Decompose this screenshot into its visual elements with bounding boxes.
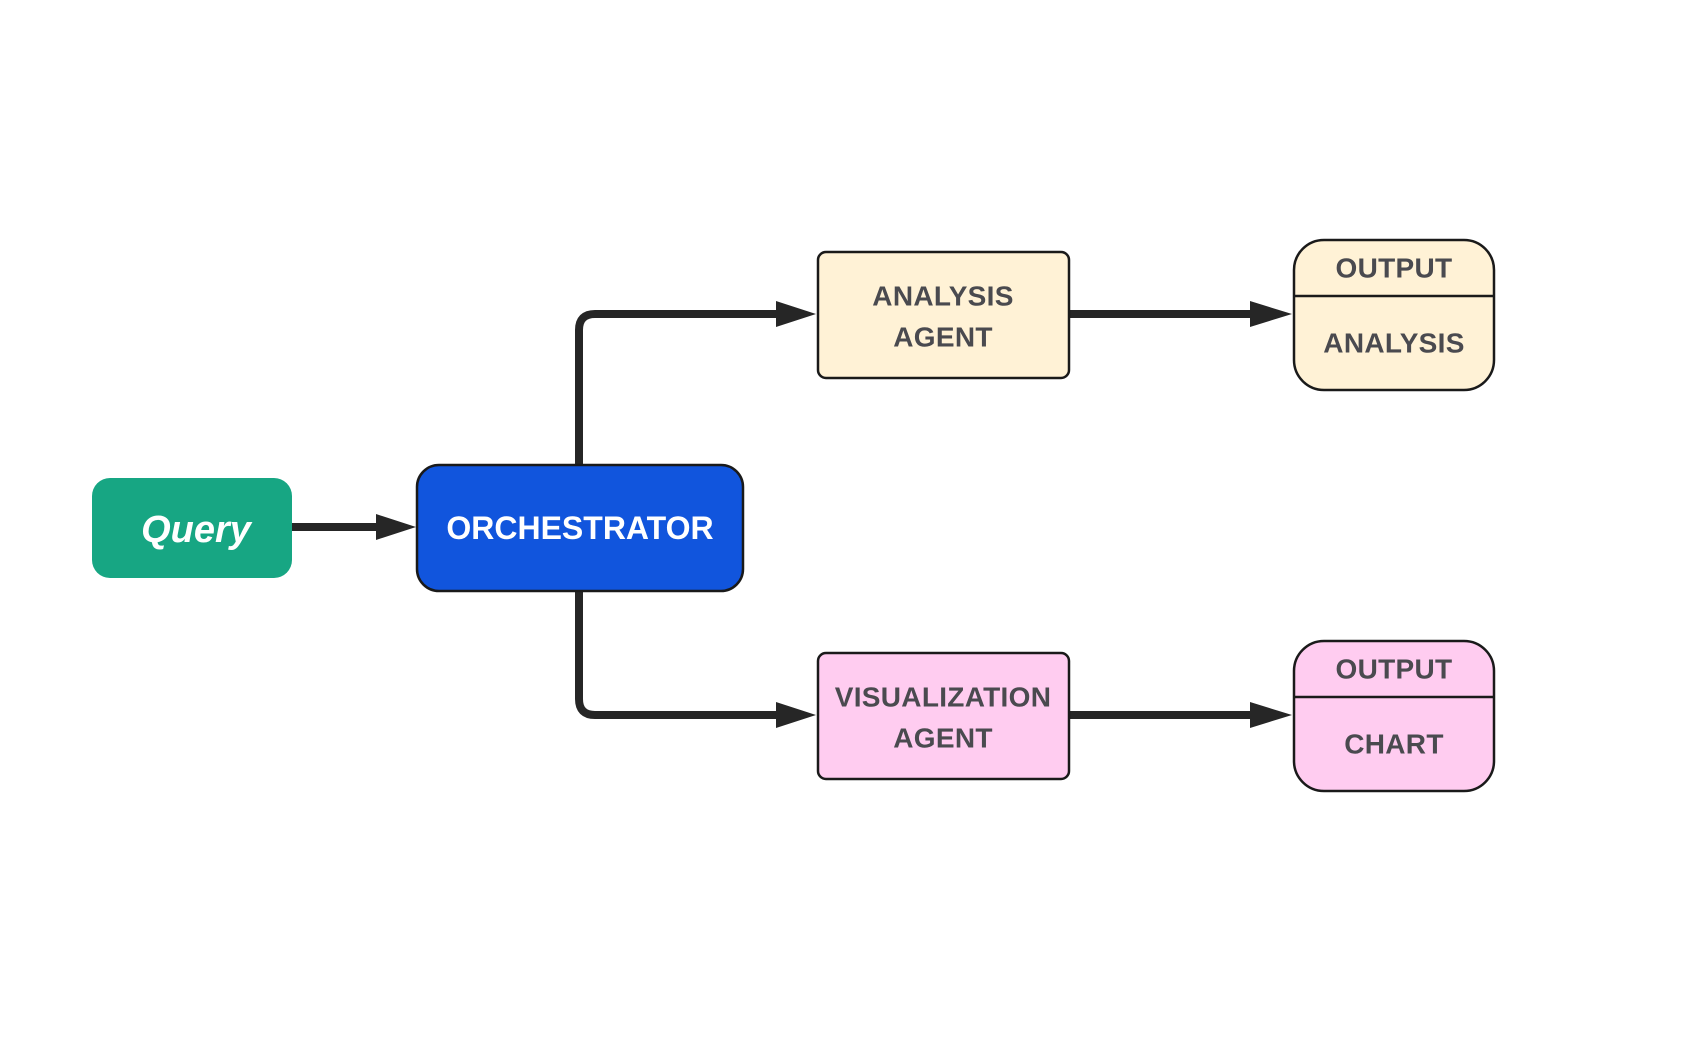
output-analysis-body: ANALYSIS <box>1323 328 1464 359</box>
visualization-agent-label-line1: VISUALIZATION <box>835 682 1051 713</box>
orchestrator-node-label: ORCHESTRATOR <box>446 510 713 546</box>
analysis-agent-box <box>816 250 1071 380</box>
visualization-agent-node: VISUALIZATION AGENT <box>816 651 1071 781</box>
query-node-box <box>92 478 292 578</box>
output-chart-box <box>1292 639 1496 793</box>
output-chart-header: OUTPUT <box>1336 654 1453 685</box>
connectors <box>292 301 1292 728</box>
orchestrator-node-box <box>415 463 745 593</box>
edge-orchestrator-to-analysis-agent <box>575 301 816 464</box>
output-chart-node: OUTPUT CHART <box>1292 639 1496 793</box>
analysis-agent-label-line2: AGENT <box>893 322 993 353</box>
query-node-label: Query <box>141 509 253 551</box>
query-node: Query <box>92 478 292 578</box>
visualization-agent-box <box>816 651 1071 781</box>
visualization-agent-label-line2: AGENT <box>893 723 993 754</box>
edge-query-to-orchestrator <box>292 514 416 540</box>
edge-visualization-agent-to-output <box>1068 702 1292 728</box>
edge-analysis-agent-to-output <box>1068 301 1292 327</box>
output-analysis-box <box>1292 238 1496 392</box>
edge-orchestrator-to-visualization-agent <box>575 590 816 728</box>
output-chart-body: CHART <box>1344 729 1444 760</box>
output-analysis-header: OUTPUT <box>1336 253 1453 284</box>
orchestrator-node: ORCHESTRATOR <box>415 463 745 593</box>
output-analysis-node: OUTPUT ANALYSIS <box>1292 238 1496 392</box>
analysis-agent-label-line1: ANALYSIS <box>872 281 1013 312</box>
analysis-agent-node: ANALYSIS AGENT <box>816 250 1071 380</box>
